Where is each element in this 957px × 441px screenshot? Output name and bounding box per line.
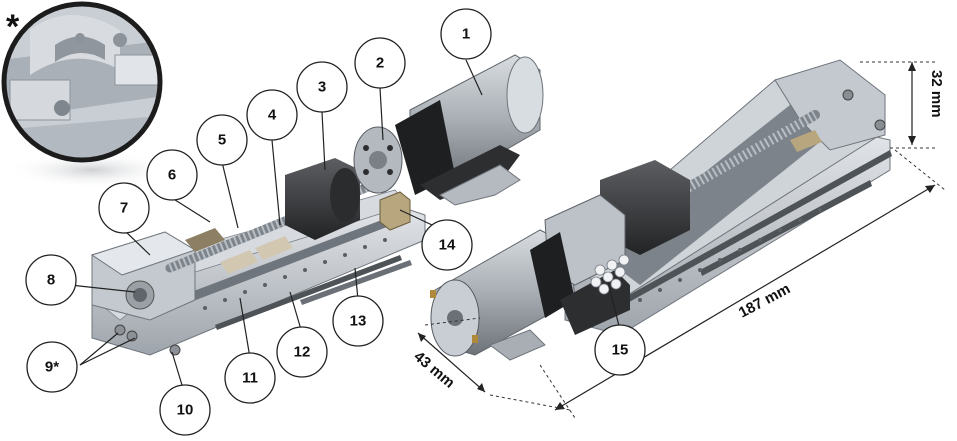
callout-label: 1 [462,26,470,43]
callout-label: 10 [177,402,194,419]
callout-8: 8 [25,254,77,306]
callout-label: 13 [350,313,367,330]
callout-label: 11 [242,370,258,387]
callout-label: 12 [294,344,311,361]
callout-9: 9* [26,341,78,393]
callout-4: 4 [246,89,298,141]
callout-10: 10 [159,384,211,436]
callout-label: 9* [45,359,59,376]
callout-14: 14 [421,219,473,271]
leader-lines [69,59,621,396]
callout-1: 1 [440,8,492,60]
callout-11: 11 [224,352,276,404]
callout-label: 15 [612,342,629,359]
callout-3: 3 [296,61,348,113]
callout-13: 13 [332,295,384,347]
detail-inset: * [1,1,177,188]
right-assembly [430,59,892,361]
height-dimension-label: 32 mm [928,70,945,118]
callout-label: 7 [120,200,128,217]
callout-label: 5 [218,132,226,149]
callout-label: 2 [376,55,384,72]
callout-label: 8 [47,272,55,289]
callout-label: 4 [268,107,277,124]
callout-5: 5 [196,114,248,166]
width-dimension-line [417,332,486,393]
callout-label: 6 [168,167,176,184]
callout-6: 6 [146,149,198,201]
callout-7: 7 [98,182,150,234]
callout-label: 3 [318,79,326,96]
callout-12: 12 [276,326,328,378]
detail-star-mark: * [6,8,20,46]
callout-15: 15 [594,324,646,376]
callout-label: 14 [439,237,456,254]
callout-2: 2 [354,37,406,89]
